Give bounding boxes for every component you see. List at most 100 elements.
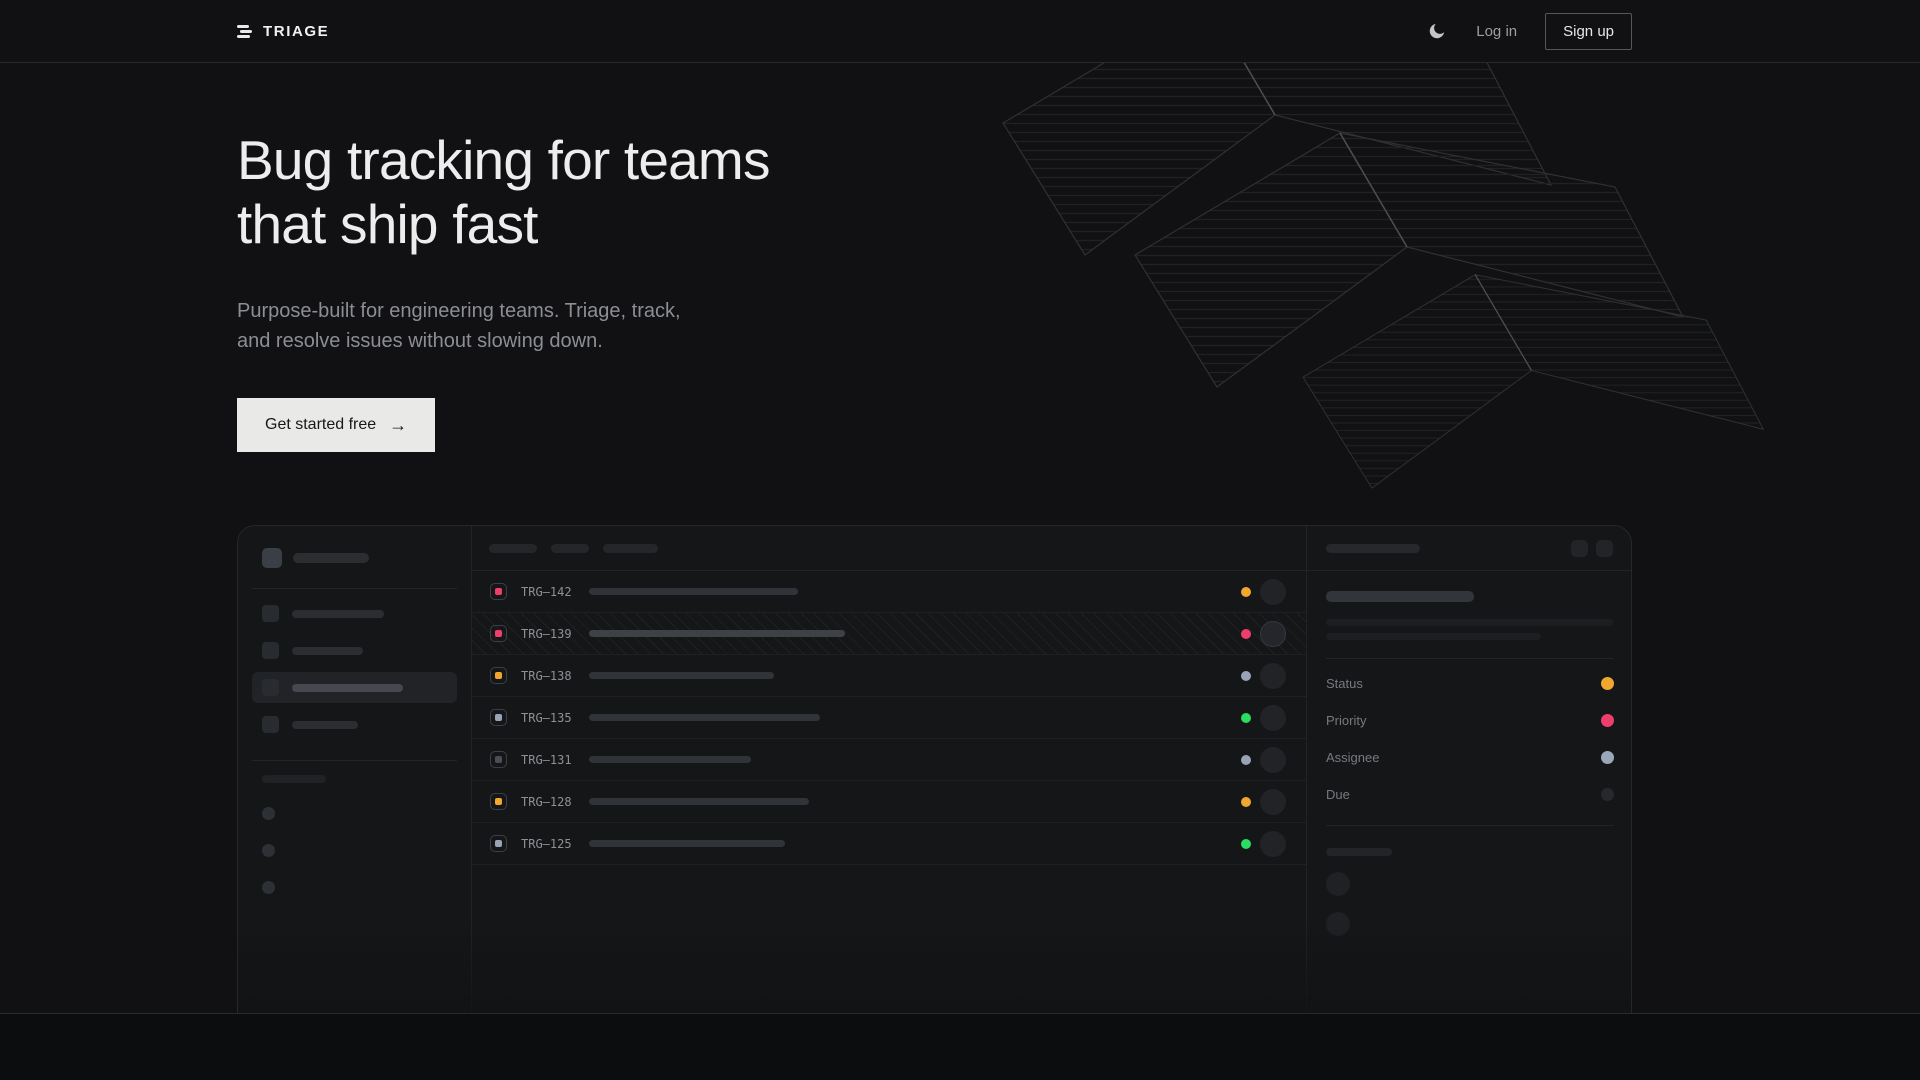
arrow-right-icon: → <box>389 415 408 435</box>
signup-button[interactable]: Sign up <box>1545 12 1632 50</box>
issue-title-skeleton <box>589 630 845 637</box>
workspace-row <box>252 548 457 568</box>
issue-title-skeleton <box>589 840 785 847</box>
issue-title-skeleton <box>589 798 809 805</box>
status-dot <box>1241 586 1251 597</box>
issue-id: TRG–135 <box>521 710 572 725</box>
workspace-name-skeleton <box>293 553 369 563</box>
issue-id: TRG–128 <box>521 794 572 809</box>
sidebar-nav-list <box>252 598 457 740</box>
activity-label-skeleton <box>1326 848 1392 856</box>
field-value-dot <box>1601 751 1614 764</box>
issue-type-icon <box>490 793 507 810</box>
field-label: Assignee <box>1326 750 1380 765</box>
sidebar-dot-skeleton <box>262 807 275 820</box>
issue-rows: TRG–142 TRG–139 TRG–138 TRG–1 <box>472 571 1306 865</box>
detail-field-row: Status <box>1326 665 1614 702</box>
assignee-avatar <box>1260 746 1286 773</box>
sidebar-item-label-skeleton <box>292 609 384 618</box>
divider <box>252 760 457 761</box>
detail-field-row: Priority <box>1326 702 1614 739</box>
detail-header-actions <box>1571 539 1613 557</box>
issue-list-header <box>472 526 1306 571</box>
divider <box>1326 825 1614 826</box>
assignee-avatar <box>1260 788 1286 815</box>
assignee-avatar <box>1260 830 1286 857</box>
issue-id: TRG–125 <box>521 836 572 851</box>
status-dot <box>1241 754 1251 765</box>
issue-type-icon <box>490 751 507 768</box>
workspace-avatar <box>262 548 282 568</box>
sidebar-item-label-skeleton <box>292 683 403 692</box>
sidebar-item-icon <box>262 716 279 733</box>
issue-title-skeleton <box>589 756 751 763</box>
sidebar-item <box>252 709 457 740</box>
sidebar-dot-skeleton <box>262 881 275 894</box>
status-dot <box>1241 712 1251 723</box>
sidebar-item <box>252 598 457 629</box>
triage-logo-icon <box>237 24 252 38</box>
issue-row: TRG–139 <box>472 613 1306 655</box>
field-label: Priority <box>1326 713 1367 728</box>
preview-issue-list: TRG–142 TRG–139 TRG–138 TRG–1 <box>471 526 1307 1013</box>
detail-field-row: Assignee <box>1326 739 1614 776</box>
detail-panel-header <box>1307 526 1631 571</box>
issue-type-icon <box>490 835 507 852</box>
status-dot <box>1241 628 1251 639</box>
activity-avatar-skeleton <box>1326 872 1350 896</box>
top-nav: TRIAGE Log in Sign up <box>0 0 1920 63</box>
issue-type-icon <box>490 625 507 642</box>
status-dot <box>1241 838 1251 849</box>
issue-row: TRG–128 <box>472 781 1306 823</box>
sidebar-item <box>252 635 457 666</box>
tab-skeleton <box>603 543 658 553</box>
login-link[interactable]: Log in <box>1476 22 1518 40</box>
description-line-skeleton <box>1326 633 1541 640</box>
sidebar-item-icon <box>262 679 279 696</box>
theme-toggle-button[interactable] <box>1426 20 1448 42</box>
hero-heading: Bug tracking for teams that ship fast <box>237 129 770 255</box>
sidebar-item <box>252 672 457 703</box>
detail-field-row: Due <box>1326 776 1614 813</box>
tab-skeleton <box>551 543 589 553</box>
description-line-skeleton <box>1326 619 1613 626</box>
issue-type-icon <box>490 709 507 726</box>
tab-skeleton <box>489 543 537 553</box>
brand-name: TRIAGE <box>263 22 330 40</box>
moon-icon <box>1430 23 1445 39</box>
section-label-skeleton <box>262 775 326 783</box>
field-value-dot <box>1601 714 1614 727</box>
app-preview-mockup: TRG–142 TRG–139 TRG–138 TRG–1 <box>237 525 1632 1013</box>
issue-type-icon <box>490 583 507 600</box>
issue-id: TRG–139 <box>521 626 572 641</box>
issue-type-icon <box>490 667 507 684</box>
hero-subheading: Purpose-built for engineering teams. Tri… <box>237 300 681 352</box>
detail-fields: Status Priority Assignee Due <box>1326 659 1614 819</box>
sidebar-item-icon <box>262 605 279 622</box>
field-value-dot <box>1601 677 1614 690</box>
assignee-avatar <box>1260 662 1286 689</box>
activity-avatar-skeleton <box>1326 912 1350 936</box>
issue-title-skeleton <box>589 672 774 679</box>
issue-row: TRG–135 <box>472 697 1306 739</box>
issue-title-skeleton <box>589 588 798 595</box>
divider <box>252 588 457 589</box>
get-started-button[interactable]: Get started free → <box>237 398 436 452</box>
issue-title-skeleton <box>1326 591 1474 602</box>
preview-sidebar <box>238 526 471 1013</box>
sidebar-item-icon <box>262 642 279 659</box>
brand-logo[interactable]: TRIAGE <box>237 23 329 40</box>
issue-id: TRG–138 <box>521 668 572 683</box>
assignee-avatar <box>1260 578 1286 605</box>
issue-row: TRG–125 <box>472 823 1306 865</box>
field-label: Due <box>1326 787 1350 802</box>
assignee-avatar <box>1260 704 1286 731</box>
issue-title-skeleton <box>589 714 820 721</box>
divider <box>1326 658 1614 659</box>
background-wireframe-decoration <box>985 0 1775 493</box>
sidebar-item-label-skeleton <box>292 720 358 729</box>
field-label: Status <box>1326 676 1363 691</box>
sidebar-item-label-skeleton <box>292 646 363 655</box>
field-value-dot <box>1601 788 1614 801</box>
status-dot <box>1241 796 1251 807</box>
